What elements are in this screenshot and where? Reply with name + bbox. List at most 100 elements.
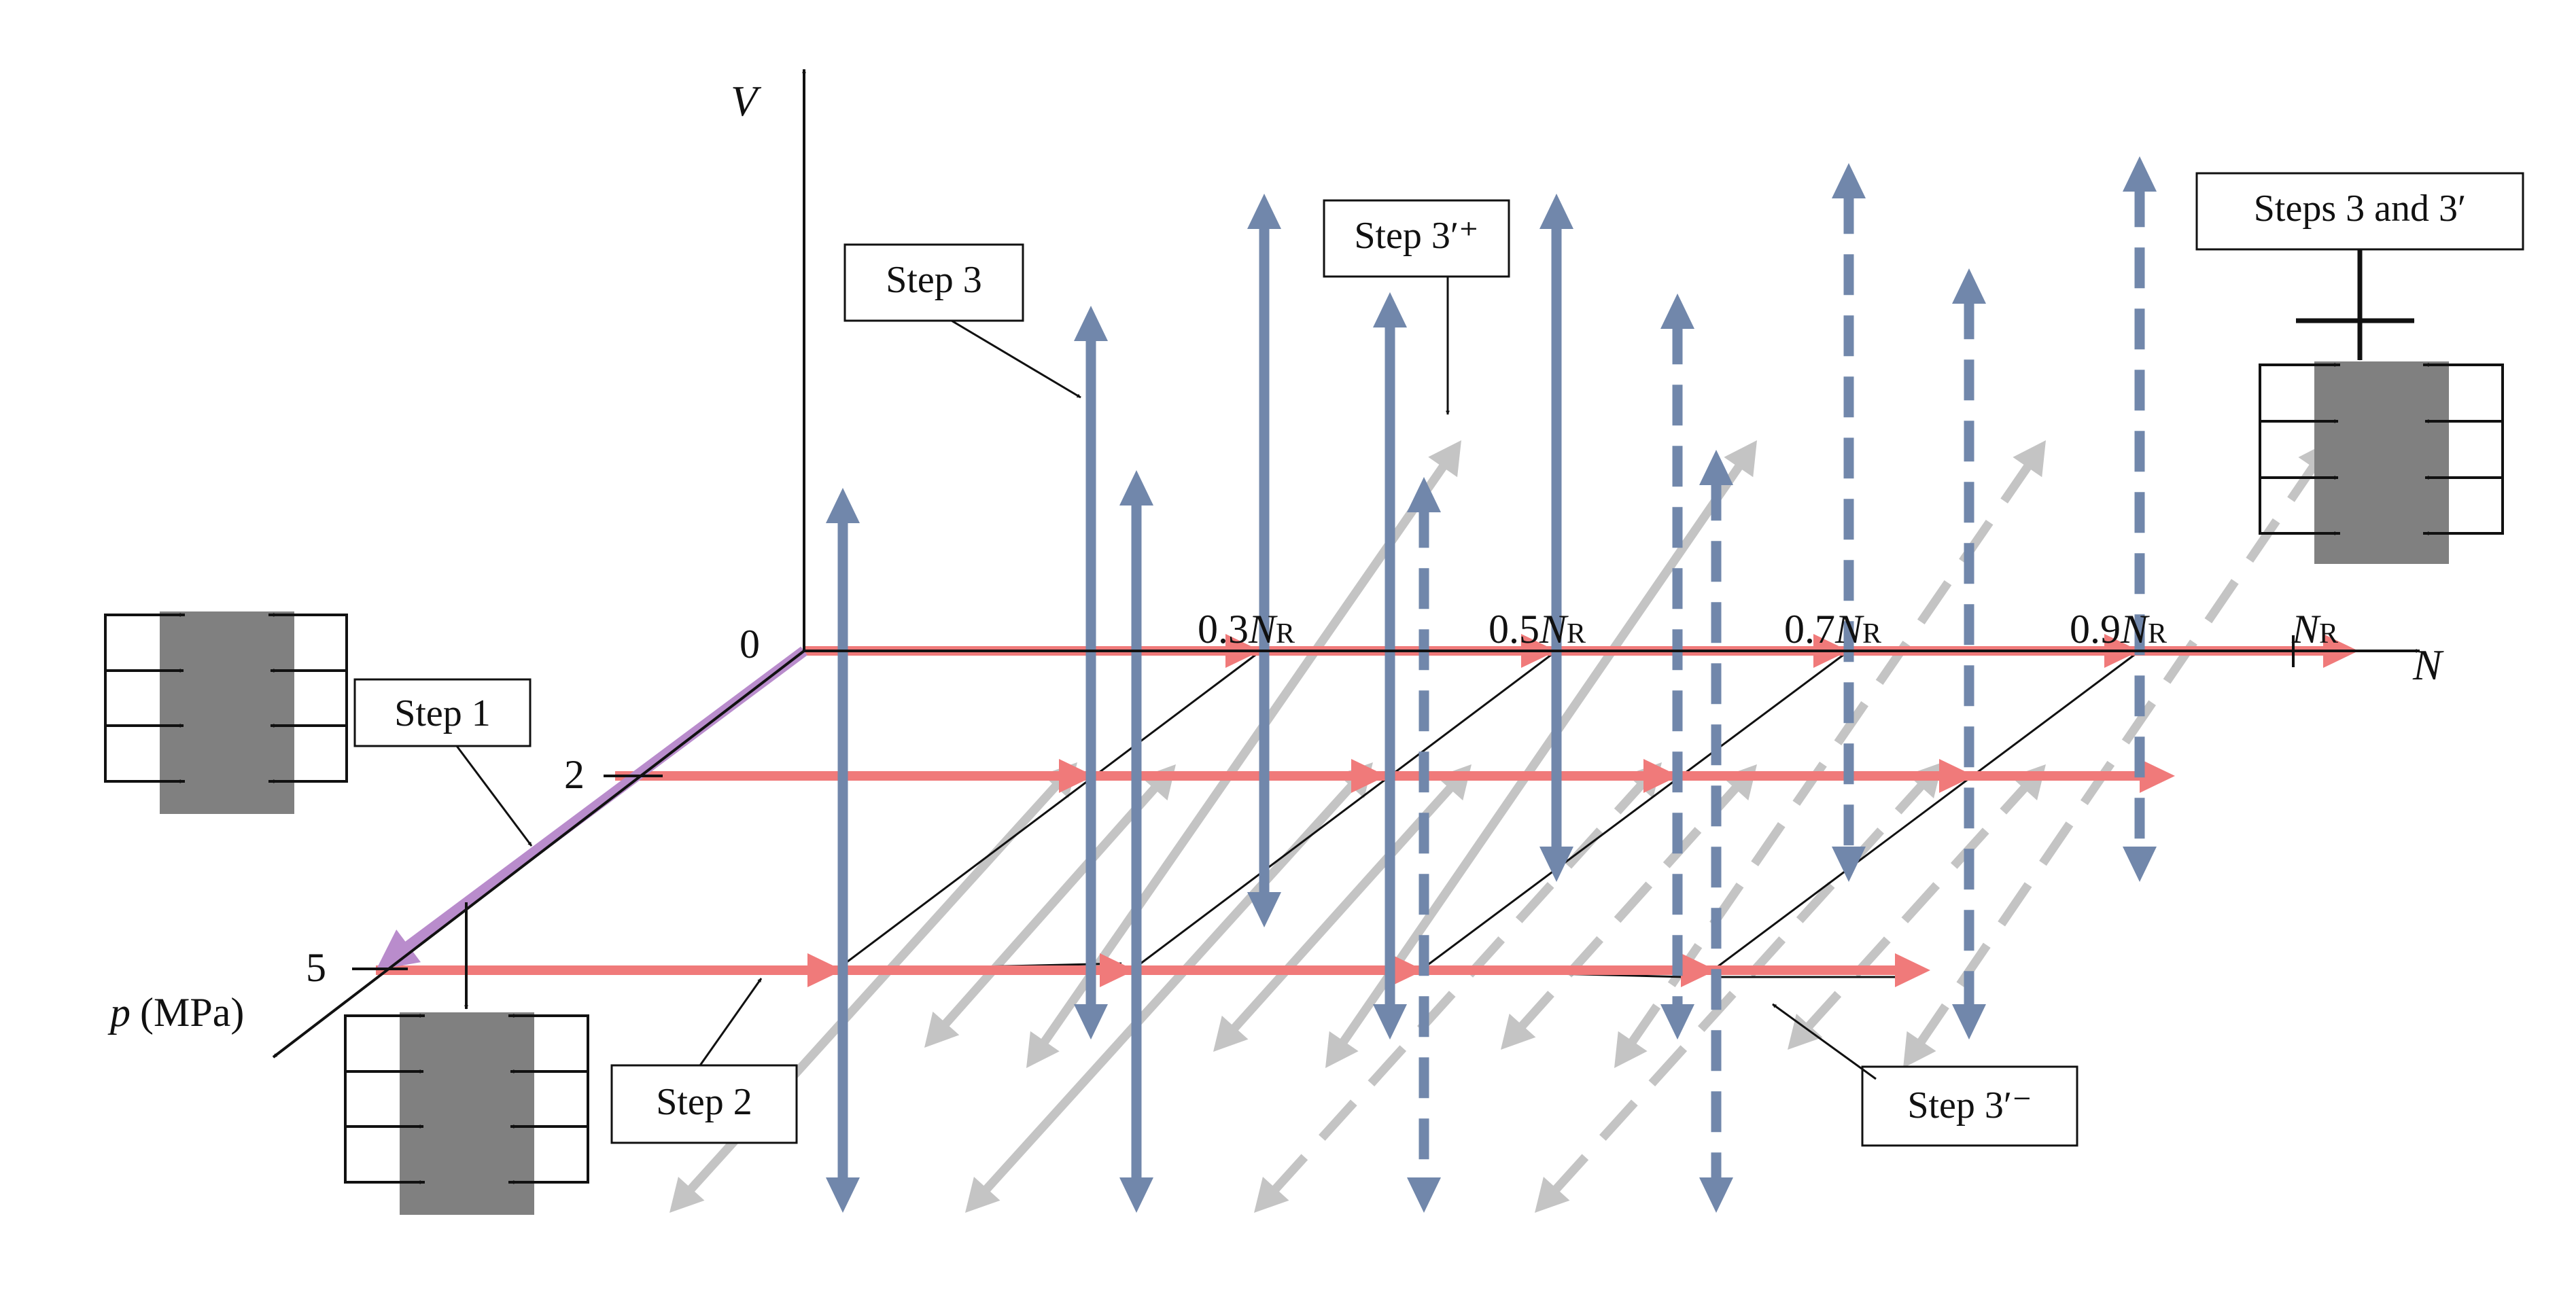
specimen-icon-right <box>2259 318 2504 564</box>
guide-line <box>1420 650 1849 972</box>
callout-step1-text: Step 1 <box>394 692 491 734</box>
arrow-shaft <box>980 779 1358 1196</box>
callout-step2-text: Step 2 <box>656 1081 752 1123</box>
arrow-head <box>826 1177 860 1213</box>
tick-subscript: R <box>2148 618 2167 650</box>
axes <box>272 69 2420 1059</box>
arrow-shaft <box>1269 779 1647 1196</box>
axial-arrow <box>615 759 1094 793</box>
p-tick-label-5: 5 <box>306 945 326 990</box>
shear-arrow <box>1539 194 1573 882</box>
specimen-icon-left <box>104 611 348 814</box>
shear-arrow <box>1119 470 1153 1213</box>
axial-load-arrows <box>376 634 2359 987</box>
arrow-head <box>1895 953 1930 987</box>
arrow-head <box>1699 450 1733 485</box>
diagonal-arrow <box>1614 440 2046 1068</box>
arrow-head <box>826 488 860 523</box>
arrow-head <box>1535 1176 1570 1213</box>
shear-arrow <box>1832 163 1866 882</box>
callout-box <box>610 1064 798 1144</box>
arrow-head <box>1325 1031 1359 1068</box>
shear-arrow <box>1952 268 1986 1040</box>
diagonal-arrow <box>1325 440 1757 1068</box>
arrow-shaft <box>939 782 1161 1030</box>
arrow-head <box>965 1176 1000 1213</box>
tick-symbol: N <box>2291 607 2321 652</box>
callout-step1: Step 1 <box>353 678 533 1010</box>
pressure-arrows <box>345 1014 588 1184</box>
axial-arrow <box>376 953 843 987</box>
n-axis-label: N <box>2412 641 2444 689</box>
guide-line <box>1131 650 1557 972</box>
callout-box <box>843 243 1024 322</box>
diagonal-arrows <box>669 440 2331 1213</box>
arrow-head <box>1119 470 1153 505</box>
axial-arrow <box>1947 759 2175 793</box>
callout-step3-plus-text: Step 3′⁺ <box>1354 215 1478 257</box>
shear-arrow <box>1074 306 1108 1040</box>
arrow-head <box>1026 1031 1060 1068</box>
arrow-head <box>1428 440 1461 478</box>
callout-step2: Step 2 <box>610 978 798 1144</box>
p-tick-label-2: 2 <box>564 752 585 797</box>
callout-leader <box>699 978 763 1066</box>
shear-arrow <box>1407 477 1441 1213</box>
axial-arrow <box>1067 759 1387 793</box>
arrow-head <box>924 1011 960 1048</box>
axial-arrow <box>1689 953 1930 987</box>
tick-coef: 0.5 <box>1489 607 1539 652</box>
arrow-head <box>1119 1177 1153 1213</box>
callout-leader <box>455 745 533 847</box>
v-axis-label: V <box>731 77 762 125</box>
shear-arrow <box>1373 292 1407 1040</box>
tick-coef: 0.3 <box>1198 607 1249 652</box>
arrow-head <box>1213 1015 1249 1052</box>
tick-symbol: N <box>2120 607 2150 652</box>
tick-subscript: R <box>1567 618 1586 650</box>
arrow-head <box>1660 1004 1694 1040</box>
callout-steps3and3p: Steps 3 and 3′ <box>2195 172 2524 361</box>
arrow-head <box>2123 847 2157 882</box>
callout-leader <box>1772 1003 1877 1080</box>
arrow-head <box>1788 1013 1823 1050</box>
tick-subscript: R <box>1276 618 1295 650</box>
n-tick-label-0.7: 0.7NR <box>1784 607 1881 652</box>
p-symbol: p <box>107 990 130 1035</box>
callout-step3-minus-text: Step 3′⁻ <box>1907 1084 2032 1127</box>
arrow-head <box>1952 268 1986 304</box>
arrow-head <box>1539 847 1573 882</box>
callouts: Step 1 Step 2 Step 3 Step 3′⁺ Step 3′⁻ <box>353 172 2524 1147</box>
callout-leader <box>951 319 1081 399</box>
specimen-block <box>400 1012 534 1215</box>
arrow-head <box>1539 194 1573 229</box>
arrow-head <box>1699 1177 1733 1213</box>
shear-arrow <box>1247 194 1281 927</box>
specimen-icon-bottom <box>344 1012 589 1215</box>
n-tick-label-0.5: 0.5NR <box>1489 607 1586 652</box>
arrow-head <box>1501 1013 1536 1050</box>
n-tick-labels: 0.3NR 0.5NR 0.7NR 0.9NR NR <box>1198 607 2338 652</box>
diagonal-arrow <box>1026 440 1461 1068</box>
arrow-head <box>1074 1004 1108 1040</box>
origin-label: 0 <box>739 622 760 667</box>
callout-box <box>1323 199 1510 278</box>
pressure-arrows <box>2260 363 2503 535</box>
p-axis-label: p(MPa) <box>107 990 244 1035</box>
arrow-shaft <box>1337 460 1745 1048</box>
axis-labels: V N 0 2 5 p(MPa) <box>107 77 2444 1035</box>
arrow-shaft <box>1228 782 1457 1034</box>
arrow-head <box>1903 1031 1936 1068</box>
specimen-block <box>2314 361 2449 564</box>
arrow-head <box>1254 1176 1289 1213</box>
arrow-head <box>1373 1004 1407 1040</box>
arrow-shaft <box>1516 782 1742 1032</box>
arrow-shaft <box>1038 460 1450 1048</box>
pressure-arrows <box>105 613 347 783</box>
arrow-shaft <box>1915 461 2320 1048</box>
arrow-head <box>1952 1004 1986 1040</box>
arrow-head <box>376 929 421 970</box>
shear-load-arrows <box>826 156 2157 1213</box>
arrow-head <box>1247 194 1281 229</box>
arrow-head <box>1407 477 1441 512</box>
